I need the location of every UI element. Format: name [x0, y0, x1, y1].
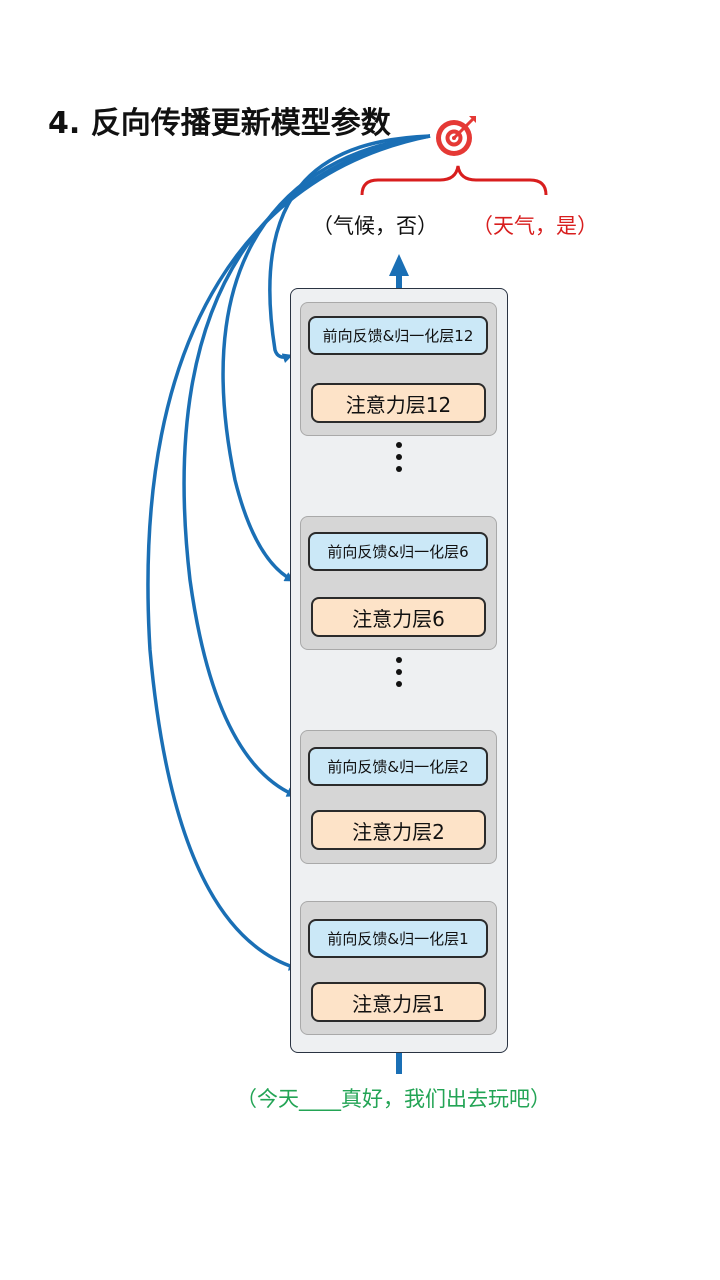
- ffn-norm-layer-2: 前向反馈&归一化层2: [308, 747, 488, 786]
- ffn-norm-layer-1: 前向反馈&归一化层1: [308, 919, 488, 958]
- output-label-target: （天气，是）: [472, 214, 598, 238]
- target-brace: [360, 165, 548, 196]
- attention-layer-6: 注意力层6: [311, 597, 486, 637]
- ellipsis-dots-icon: [394, 442, 404, 472]
- attention-layer-1: 注意力层1: [311, 982, 486, 1022]
- ffn-norm-layer-12: 前向反馈&归一化层12: [308, 316, 488, 355]
- backprop-arrows: [146, 134, 431, 971]
- ffn-norm-layer-6: 前向反馈&归一化层6: [308, 532, 488, 571]
- output-label-other: （气候，否）: [312, 214, 438, 238]
- backprop-arrow-layer2: [182, 134, 431, 797]
- ellipsis-dots-icon: [394, 657, 404, 687]
- input-sentence: （今天____真好，我们出去玩吧）: [236, 1087, 551, 1111]
- attention-layer-12: 注意力层12: [311, 383, 486, 423]
- backprop-arrow-layer12: [268, 134, 431, 363]
- backprop-arrow-layer6: [221, 134, 431, 582]
- attention-layer-2: 注意力层2: [311, 810, 486, 850]
- page-title: 4. 反向传播更新模型参数: [48, 106, 391, 141]
- backprop-arrow-layer1: [146, 134, 431, 971]
- target-icon: [436, 116, 476, 156]
